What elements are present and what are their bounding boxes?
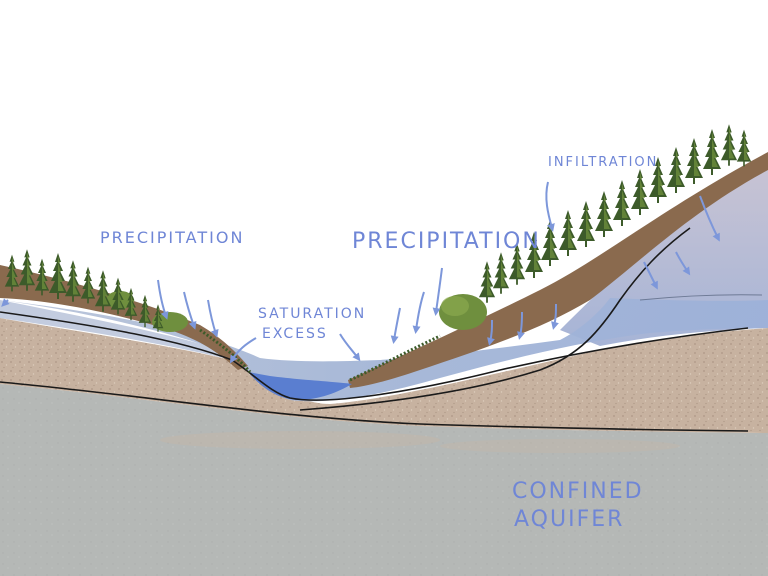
arrow-down-icon [487, 319, 495, 346]
infiltration-arrows [1, 181, 720, 346]
precipitation-label-left: PRECIPITATION [100, 228, 244, 247]
confined-label: CONFINED [512, 479, 644, 504]
arrow-down-icon [432, 267, 443, 316]
excess-label: EXCESS [262, 326, 328, 342]
arrow-down-icon [675, 251, 691, 276]
topsoil-right [348, 152, 768, 388]
arrow-down-icon [157, 279, 169, 320]
precipitation-label-right: PRECIPITATION [352, 229, 541, 254]
arrow-down-icon [390, 307, 401, 344]
precipitation-arrows-left [157, 279, 219, 338]
saturation-pointer-right [339, 333, 361, 362]
arrow-down-icon [207, 299, 219, 338]
arrow-down-icon [412, 291, 425, 334]
arrow-down-icon [183, 291, 197, 330]
arrow-down-icon [699, 195, 720, 242]
arrow-down-icon [517, 311, 525, 340]
water-table-line [0, 311, 749, 401]
saturation-pointer-left [229, 337, 257, 364]
shrubs [106, 291, 487, 332]
precipitation-arrows-right [390, 267, 443, 344]
arrow-down-icon [545, 181, 555, 232]
saturation-label: SATURATION [258, 306, 366, 322]
arrow-down-icon [643, 261, 658, 290]
confining-layer-line [0, 381, 749, 432]
riparian-vegetation-left [199, 328, 252, 373]
arrow-down-icon [551, 303, 559, 330]
stream [248, 372, 352, 400]
aquifer-label: AQUIFER [514, 507, 624, 532]
infiltration-label: INFILTRATION [548, 155, 658, 170]
riparian-vegetation-right [349, 334, 441, 382]
